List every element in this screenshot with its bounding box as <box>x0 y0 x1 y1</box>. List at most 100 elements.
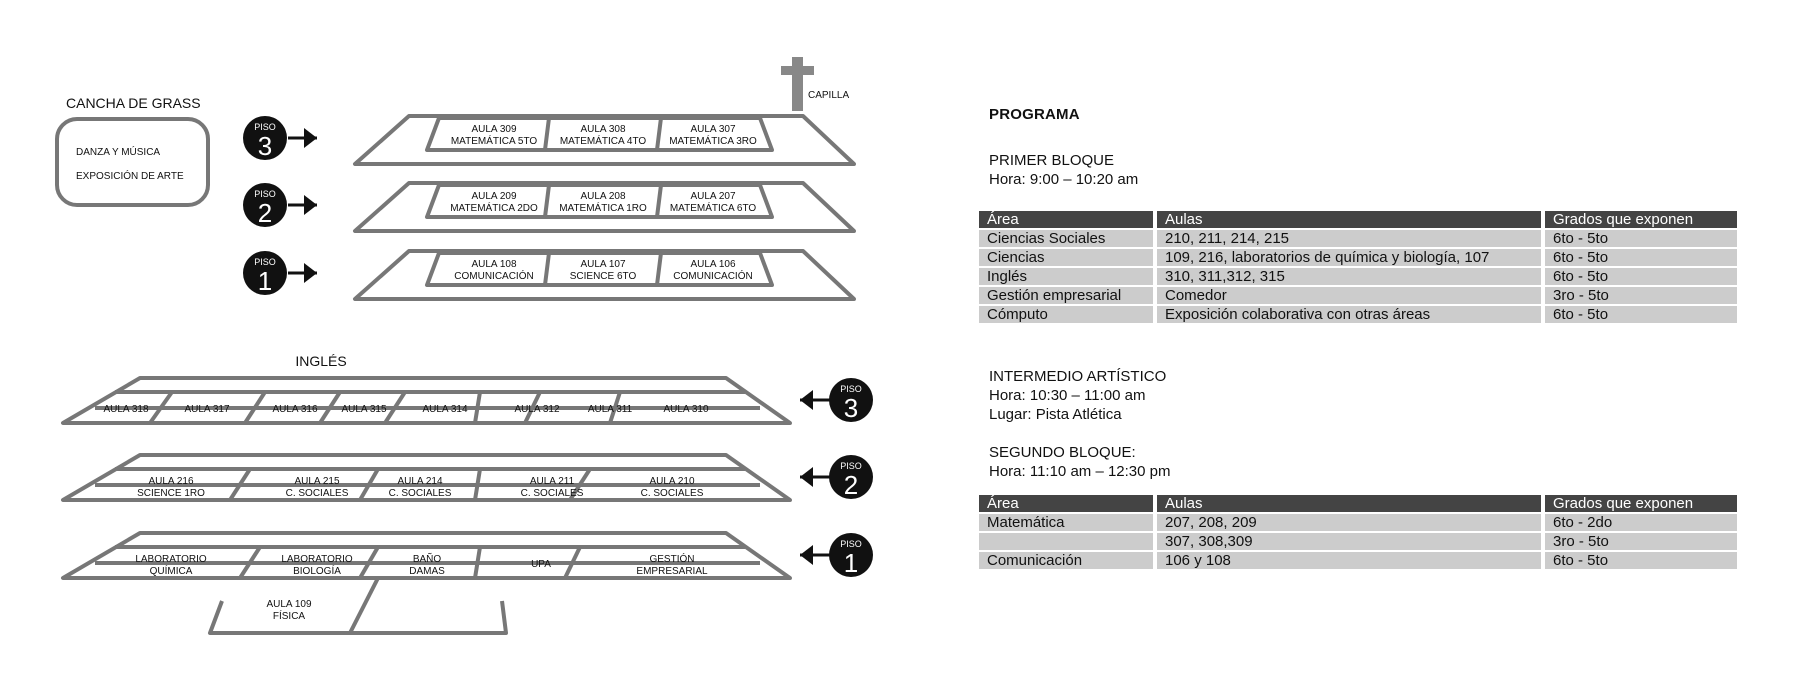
room-upa: UPA <box>531 559 551 570</box>
bottom-floor-3 <box>61 376 792 425</box>
piso-number: 1 <box>258 266 272 296</box>
area-cell: Cómputo <box>979 306 1153 323</box>
piso-circle <box>243 116 287 160</box>
arrow-head-icon <box>800 545 813 565</box>
room-label: AULA 307 <box>690 124 735 135</box>
room-label: AULA 310 <box>663 404 708 415</box>
grados-cell: 3ro - 5to <box>1545 533 1737 550</box>
room-label: LABORATORIO <box>281 554 353 565</box>
piso-word: PISO <box>840 461 862 471</box>
program-title: PROGRAMA <box>989 106 1080 123</box>
room-label: AULA 309 <box>471 124 516 135</box>
header-aulas: Aulas <box>1157 211 1541 228</box>
cross-icon <box>781 57 814 111</box>
table-header-row: Área Aulas Grados que exponen <box>979 495 1737 512</box>
program-panel: PROGRAMA PRIMER BLOQUE Hora: 9:00 – 10:2… <box>975 100 1745 571</box>
intermedio-title: INTERMEDIO ARTÍSTICO <box>989 368 1167 385</box>
grados-cell: 6to - 5to <box>1545 552 1737 569</box>
room-label: AULA 315 <box>341 404 386 415</box>
header-aulas: Aulas <box>1157 495 1541 512</box>
primer-bloque-table: Área Aulas Grados que exponen Ciencias S… <box>975 209 1741 325</box>
room-label: AULA 210 <box>649 476 694 487</box>
room-label: AULA 107 <box>580 259 625 270</box>
room-sublabel: FÍSICA <box>273 609 306 622</box>
segundo-bloque-title: SEGUNDO BLOQUE: <box>989 444 1136 461</box>
piso-number: 2 <box>258 198 272 228</box>
arrow-head-icon <box>304 128 317 148</box>
room-label: AULA 318 <box>103 404 148 415</box>
room-sublabel: MATEMÁTICA 4TO <box>560 134 647 147</box>
area-cell <box>979 533 1153 550</box>
room-sublabel: C. SOCIALES <box>286 488 349 499</box>
aulas-cell: 310, 311,312, 315 <box>1157 268 1541 285</box>
grados-cell: 6to - 5to <box>1545 306 1737 323</box>
top-floor-2 <box>353 181 856 233</box>
room-sublabel: DAMAS <box>409 566 445 577</box>
room-label: AULA 207 <box>690 191 735 202</box>
room-aula-310: AULA 310 <box>663 404 708 415</box>
intermedio-hora: Hora: 10:30 – 11:00 am <box>989 387 1146 404</box>
grados-cell: 6to - 5to <box>1545 249 1737 266</box>
room-label: AULA 312 <box>514 404 559 415</box>
segundo-bloque-hora: Hora: 11:10 am – 12:30 pm <box>989 463 1171 480</box>
room-label: LABORATORIO <box>135 554 207 565</box>
capilla-label: CAPILLA <box>808 90 849 101</box>
room-aula-318: AULA 318 <box>103 404 148 415</box>
primer-bloque-hora: Hora: 9:00 – 10:20 am <box>989 171 1139 188</box>
piso-word: PISO <box>840 384 862 394</box>
cancha-item: EXPOSICIÓN DE ARTE <box>76 169 184 182</box>
grados-cell: 3ro - 5to <box>1545 287 1737 304</box>
room-label: BAÑO <box>413 552 442 565</box>
bottom-floor-1 <box>61 531 792 580</box>
room-aula-317: AULA 317 <box>184 404 229 415</box>
area-cell: Ciencias Sociales <box>979 230 1153 247</box>
piso-number: 2 <box>844 470 858 500</box>
room-label: AULA 208 <box>580 191 625 202</box>
room-aula-316: AULA 316 <box>272 404 317 415</box>
header-grados: Grados que exponen <box>1545 495 1737 512</box>
piso-word: PISO <box>840 539 862 549</box>
room-sublabel: MATEMÁTICA 1RO <box>559 201 647 214</box>
room-label: AULA 216 <box>148 476 193 487</box>
annex-aula-109 <box>208 577 508 635</box>
room-label: AULA 317 <box>184 404 229 415</box>
piso-circle <box>829 455 873 499</box>
piso-word: PISO <box>254 122 276 132</box>
header-area: Área <box>979 495 1153 512</box>
aulas-cell: Exposición colaborativa con otras áreas <box>1157 306 1541 323</box>
piso-number: 3 <box>258 131 272 161</box>
area-cell: Gestión empresarial <box>979 287 1153 304</box>
area-cell: Inglés <box>979 268 1153 285</box>
top-floor-3 <box>353 114 856 166</box>
room-label: AULA 106 <box>690 259 735 270</box>
room-label: GESTIÓN <box>649 552 694 565</box>
room-label: UPA <box>531 559 551 570</box>
room-label: AULA 308 <box>580 124 625 135</box>
aulas-cell: 207, 208, 209 <box>1157 514 1541 531</box>
room-sublabel: EMPRESARIAL <box>636 566 708 577</box>
bottom-floor-2 <box>61 453 792 502</box>
header-area: Área <box>979 211 1153 228</box>
room-label: AULA 314 <box>422 404 467 415</box>
